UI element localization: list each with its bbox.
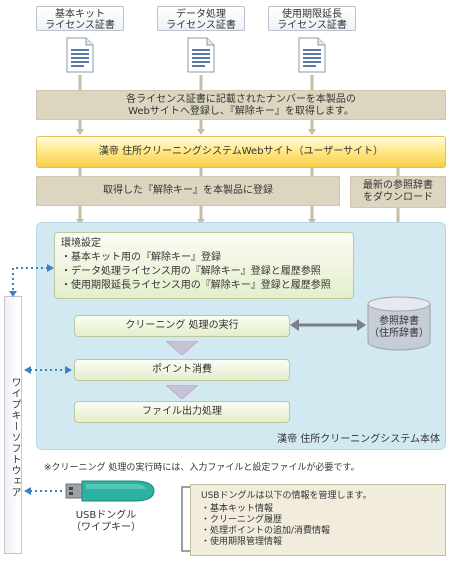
dictionary-download-line2: をダウンロード (363, 192, 433, 203)
license-box-data: データ処理 ライセンス証書 (157, 6, 245, 31)
usb-info-box: USBドングルは以下の情報を管理します。 ・基本キット情報 ・クリーニング履歴 … (190, 484, 446, 556)
dictionary-label: 参照辞書 （住所辞書） (366, 316, 432, 340)
dictionary-label-line2: （住所辞書） (369, 328, 429, 339)
website-bar: 漢帝 住所クリーニングシステムWebサイト（ユーザーサイト） (36, 136, 446, 168)
env-settings-item: ・データ処理ライセンス用の『解除キー』登録と履歴参照 (61, 266, 321, 277)
bracket-line (181, 486, 190, 552)
dictionary-download-line1: 最新の参照辞書 (363, 180, 433, 191)
usb-info-item: ・処理ポイントの追加/消費情報 (201, 526, 331, 536)
license-box-basic-line1: 基本キット (55, 9, 105, 20)
usb-dongle-label-line2: （ワイプキー） (71, 522, 141, 533)
env-settings-item: ・基本キット用の『解除キー』登録 (61, 252, 221, 263)
license-box-basic-line2: ライセンス証書 (45, 20, 115, 31)
step-register-website: 各ライセンス証書に記載されたナンバーを本製品の Webサイトへ登録し、『解除キー… (36, 90, 446, 120)
dictionary-download-box: 最新の参照辞書 をダウンロード (350, 176, 446, 208)
usb-info-title: USBドングルは以下の情報を管理します。 (201, 491, 372, 501)
document-icon (66, 37, 94, 73)
env-settings-item: ・使用期限延長ライセンス用の『解除キー』登録と履歴参照 (61, 280, 331, 291)
dictionary-label-line1: 参照辞書 (379, 316, 419, 327)
license-box-extension-line1: 使用期限延長 (282, 9, 342, 20)
system-label: 漢帝 住所クリーニングシステム本体 (277, 434, 440, 445)
bidirectional-arrow-icon (290, 319, 366, 331)
usb-info-item: ・基本キット情報 (201, 504, 274, 514)
step-register-website-line1: 各ライセンス証書に記載されたナンバーを本製品の (126, 94, 356, 105)
step-register-key: 取得した『解除キー』を本製品に登録 (36, 176, 340, 206)
env-settings-box: 環境設定 ・基本キット用の『解除キー』登録 ・データ処理ライセンス用の『解除キー… (54, 232, 354, 299)
usb-info-item: ・クリーニング履歴 (201, 515, 283, 525)
usb-info-item: ・使用期限管理情報 (201, 537, 283, 547)
usb-dongle-icon (65, 480, 155, 502)
license-box-extension-line2: ライセンス証書 (277, 20, 347, 31)
wipekey-software-label: ワイプキーソフトウェア (9, 377, 20, 498)
point-consumption-box: ポイント消費 (74, 359, 290, 381)
cleaning-process-box: クリーニング 処理の実行 (74, 315, 290, 337)
file-output-box: ファイル出力処理 (74, 401, 290, 423)
document-icon (187, 37, 215, 73)
license-box-basic: 基本キット ライセンス証書 (36, 6, 124, 31)
execution-note: ※クリーニング 処理の実行時には、入力ファイルと設定ファイルが必要です。 (44, 463, 360, 473)
step-register-website-line2: Webサイトへ登録し、『解除キー』を取得します。 (128, 106, 354, 117)
document-icon (298, 37, 326, 73)
down-arrow-icon (166, 341, 198, 355)
usb-dongle-label-line1: USBドングル (75, 510, 137, 521)
usb-dongle-label: USBドングル （ワイプキー） (56, 510, 156, 534)
env-settings-title: 環境設定 (61, 238, 101, 249)
database-icon (367, 296, 431, 351)
down-arrow-icon (166, 385, 198, 399)
license-box-data-line2: ライセンス証書 (166, 20, 236, 31)
license-box-data-line1: データ処理 (176, 9, 226, 20)
license-box-extension: 使用期限延長 ライセンス証書 (268, 6, 356, 31)
